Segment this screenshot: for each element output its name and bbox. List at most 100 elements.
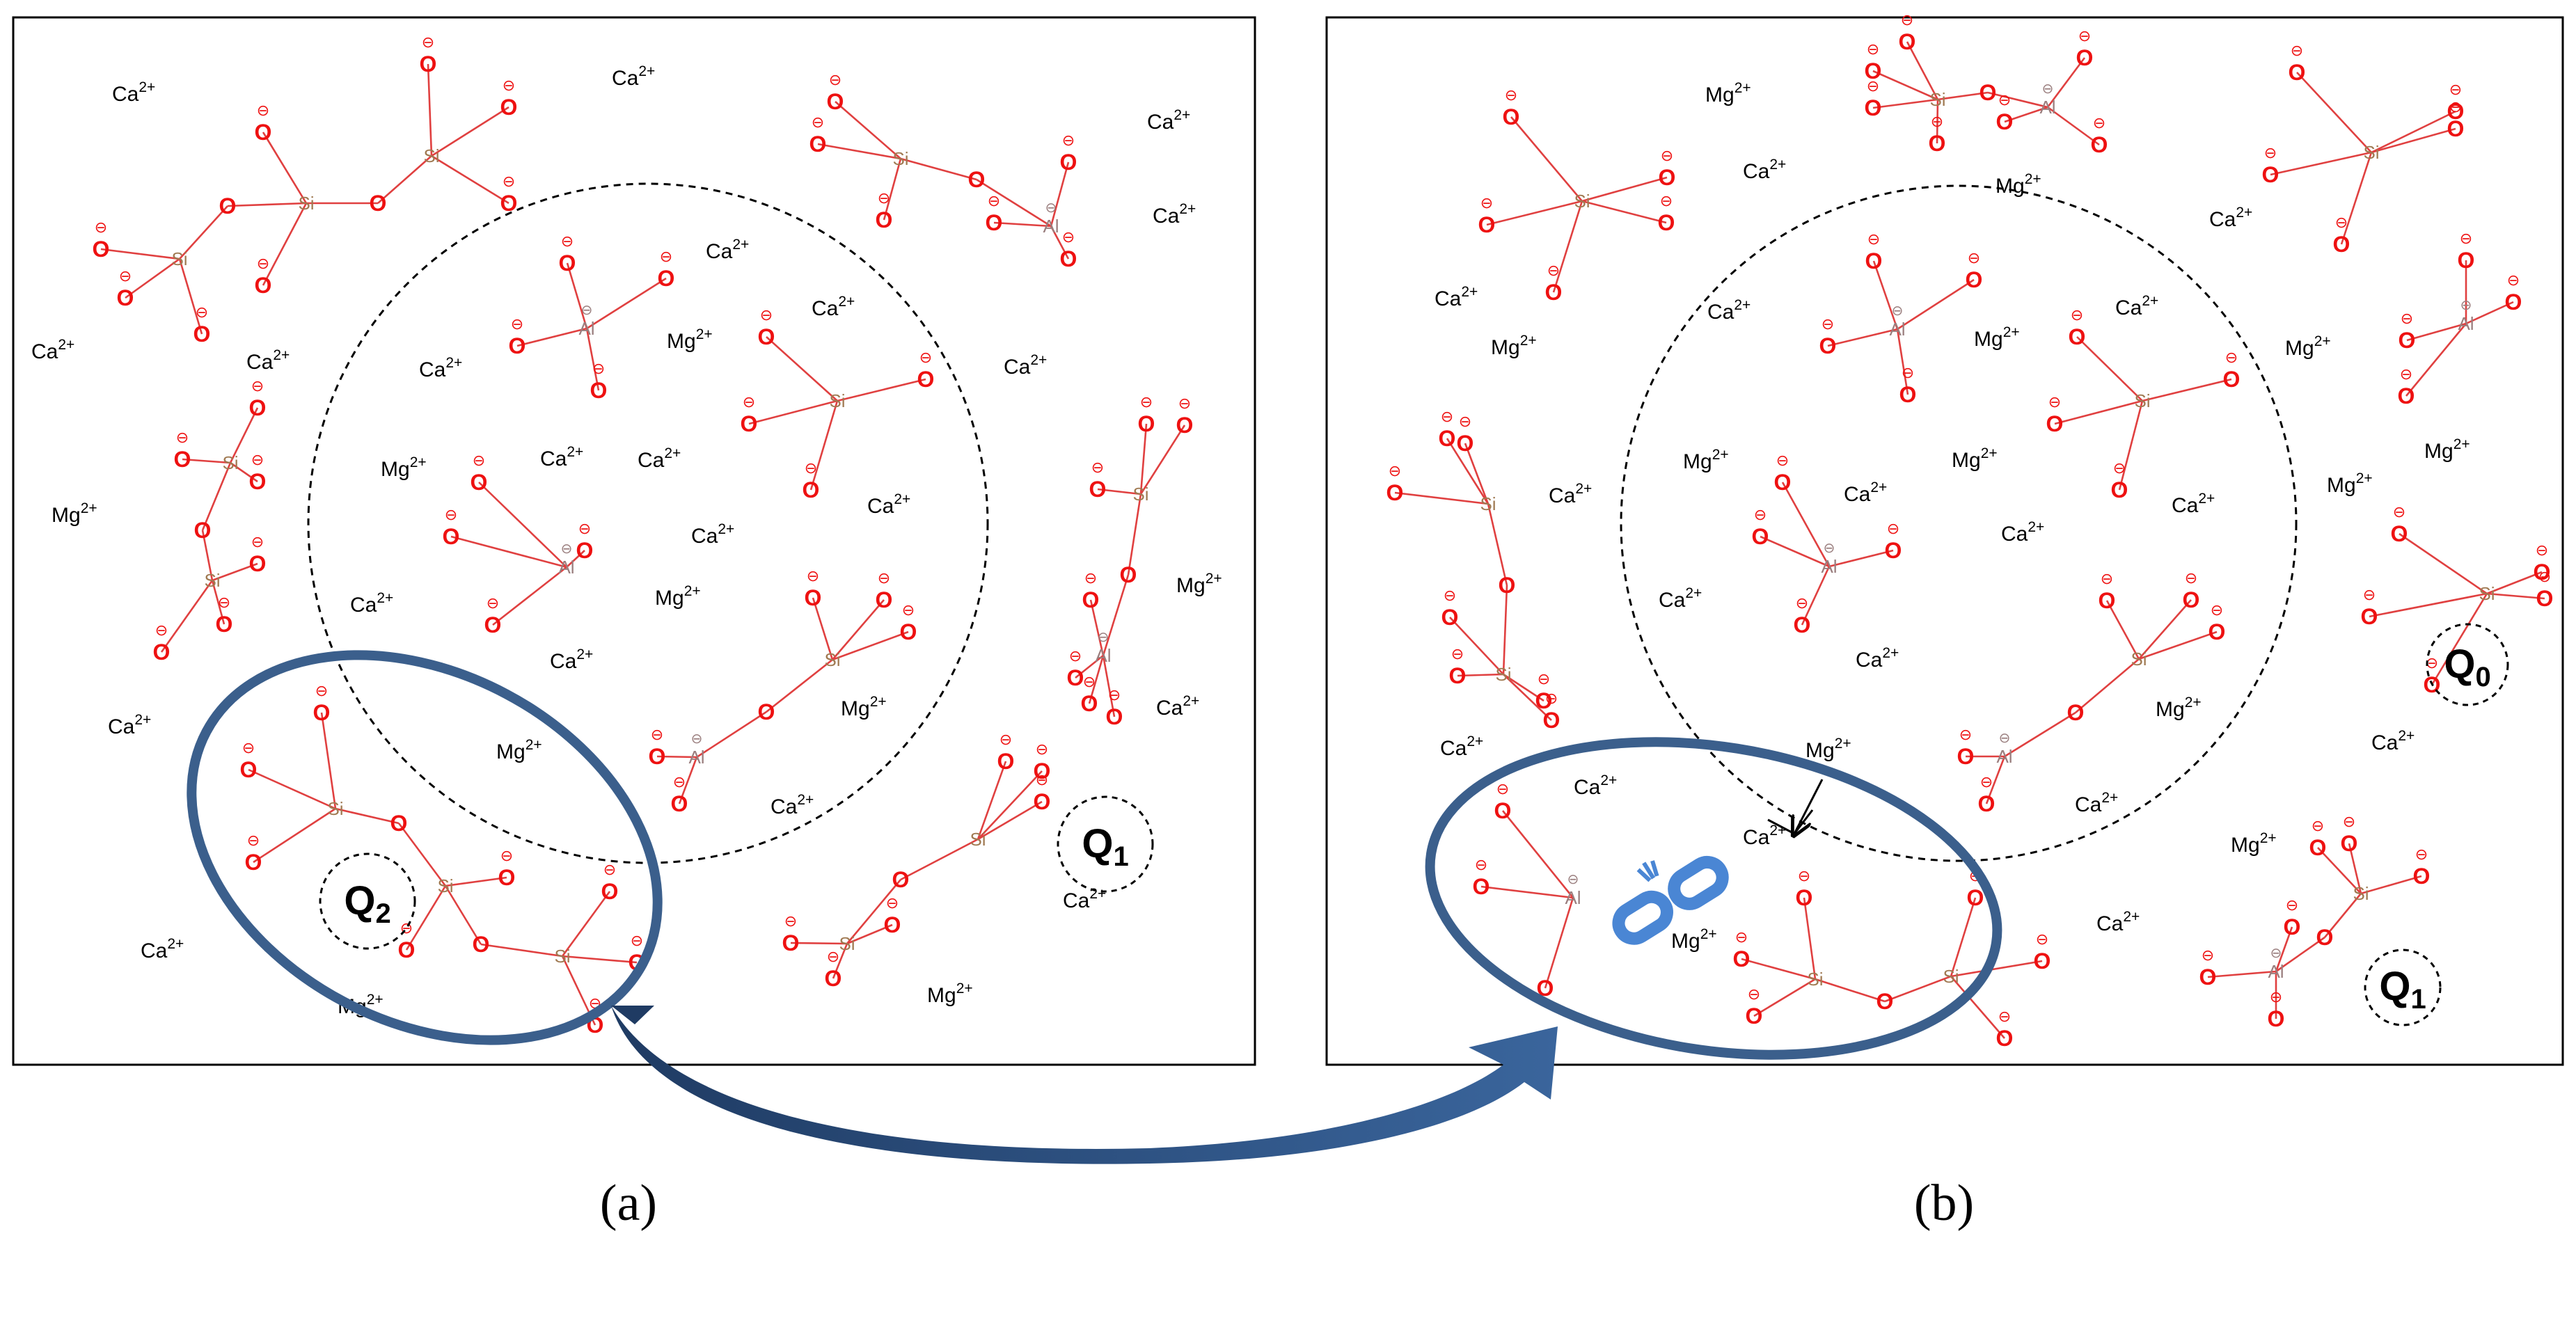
q0-label: Q0 (2444, 642, 2490, 692)
oxygen-charge: ⊖ (1444, 587, 1456, 604)
oxygen-atom: O (1733, 946, 1751, 971)
oxygen-charge: ⊖ (805, 459, 817, 477)
silicon-atom: Si (554, 946, 570, 967)
oxygen-charge: ⊖ (743, 393, 755, 411)
oxygen-charge: ⊖ (2202, 946, 2214, 964)
aluminium-charge: ⊖ (1824, 541, 1835, 556)
bond-line (585, 328, 600, 391)
oxygen-atom: O (498, 865, 516, 890)
magnesium-ion: Mg2+ (381, 454, 427, 481)
oxygen-charge: ⊖ (999, 731, 1012, 748)
short-arrow-head-left (1767, 818, 1795, 835)
bond-line (2406, 322, 2467, 342)
oxygen-atom: O (1503, 104, 1520, 129)
oxygen-atom: O (1966, 267, 1983, 292)
bond-line (1480, 885, 1574, 899)
oxygen-charge: ⊖ (1748, 985, 1760, 1003)
silicon-atom: Si (839, 933, 855, 954)
bond-line (445, 876, 507, 887)
aluminium-charge: ⊖ (691, 731, 703, 747)
oxygen-charge: ⊖ (155, 621, 168, 639)
bond-line (480, 943, 563, 958)
aluminium-atom: Al (1095, 645, 1111, 666)
bond-line (977, 770, 1043, 840)
oxygen-charge: ⊖ (119, 267, 132, 285)
oxygen-charge: ⊖ (2286, 896, 2298, 914)
bond-line (790, 942, 848, 945)
bond-line (766, 658, 833, 713)
bond-line (253, 807, 336, 864)
bond-line (2270, 151, 2372, 176)
bond-line (1872, 98, 1938, 109)
aluminium-charge: ⊖ (581, 303, 593, 318)
bond-line (2371, 127, 2456, 154)
oxygen-atom: O (249, 469, 267, 494)
oxygen-charge: ⊖ (1980, 773, 1993, 791)
oxygen-atom: O (741, 411, 758, 436)
oxygen-atom: O (1978, 791, 1996, 816)
oxygen-atom: O (1794, 612, 1811, 637)
bond-line (2075, 658, 2140, 713)
silicon-atom: Si (1929, 89, 1945, 110)
oxygen-charge: ⊖ (511, 315, 523, 333)
bond-line (2405, 323, 2467, 397)
oxygen-atom: O (93, 237, 110, 262)
oxygen-charge: ⊖ (251, 377, 264, 395)
bond-line (516, 327, 587, 347)
oxygen-atom: O (1659, 165, 1676, 190)
oxygen-atom: O (471, 470, 488, 495)
bond-line (1050, 161, 1070, 227)
oxygen-atom: O (884, 912, 901, 937)
silicon-atom: Si (222, 452, 238, 473)
bond-line (248, 768, 336, 810)
oxygen-atom: O (968, 167, 986, 192)
oxygen-charge: ⊖ (886, 894, 899, 912)
bond-line (211, 580, 226, 625)
oxygen-charge: ⊖ (812, 113, 824, 131)
oxygen-atom: O (1034, 789, 1051, 814)
oxygen-charge: ⊖ (1931, 113, 1943, 130)
calcium-ion: Ca2+ (1147, 107, 1190, 134)
bond-line (2371, 110, 2456, 154)
bond-line (883, 158, 902, 221)
silicon-atom: Si (970, 829, 986, 850)
calcium-ion: Ca2+ (691, 521, 734, 548)
aluminium-charge: ⊖ (1098, 630, 1109, 645)
oxygen-atom: O (2536, 586, 2554, 611)
bond-line (397, 823, 447, 887)
oxygen-charge: ⊖ (2211, 601, 2223, 619)
bond-line (1139, 424, 1186, 495)
silicon-atom: Si (2131, 649, 2147, 669)
calcium-ion: Ca2+ (550, 646, 593, 673)
oxygen-atom: O (398, 937, 416, 962)
calcium-ion: Ca2+ (1440, 733, 1483, 760)
oxygen-charge: ⊖ (1441, 408, 1453, 425)
calcium-ion: Ca2+ (612, 63, 655, 90)
bond-line (1950, 897, 1977, 977)
oxygen-charge: ⊖ (2536, 541, 2548, 559)
oxygen-atom: O (1439, 426, 1456, 451)
bond-line (832, 599, 885, 660)
oxygen-charge: ⊖ (2048, 393, 2061, 411)
bond-line (832, 943, 848, 979)
bond-line (2431, 593, 2488, 685)
bond-line (1936, 99, 1939, 144)
oxygen-atom: O (1885, 538, 1902, 563)
curved-arrow-tail (611, 1006, 654, 1024)
bond-line (2360, 875, 2422, 895)
bond-line (835, 101, 901, 159)
oxygen-charge: ⊖ (1998, 91, 2011, 109)
aluminium-charge: ⊖ (561, 541, 573, 557)
bond-line (262, 203, 308, 286)
oxygen-charge: ⊖ (257, 102, 269, 119)
calcium-ion: Ca2+ (706, 237, 749, 263)
oxygen-atom: O (2398, 383, 2415, 408)
bond-line (160, 580, 214, 653)
oxygen-charge: ⊖ (2093, 114, 2105, 132)
oxygen-atom: O (1176, 413, 1194, 438)
magnesium-ion: Mg2+ (496, 737, 542, 763)
oxygen-charge: ⊖ (1547, 262, 1560, 279)
oxygen-atom: O (313, 700, 331, 725)
oxygen-charge: ⊖ (578, 520, 591, 537)
oxygen-atom: O (1386, 480, 1404, 505)
